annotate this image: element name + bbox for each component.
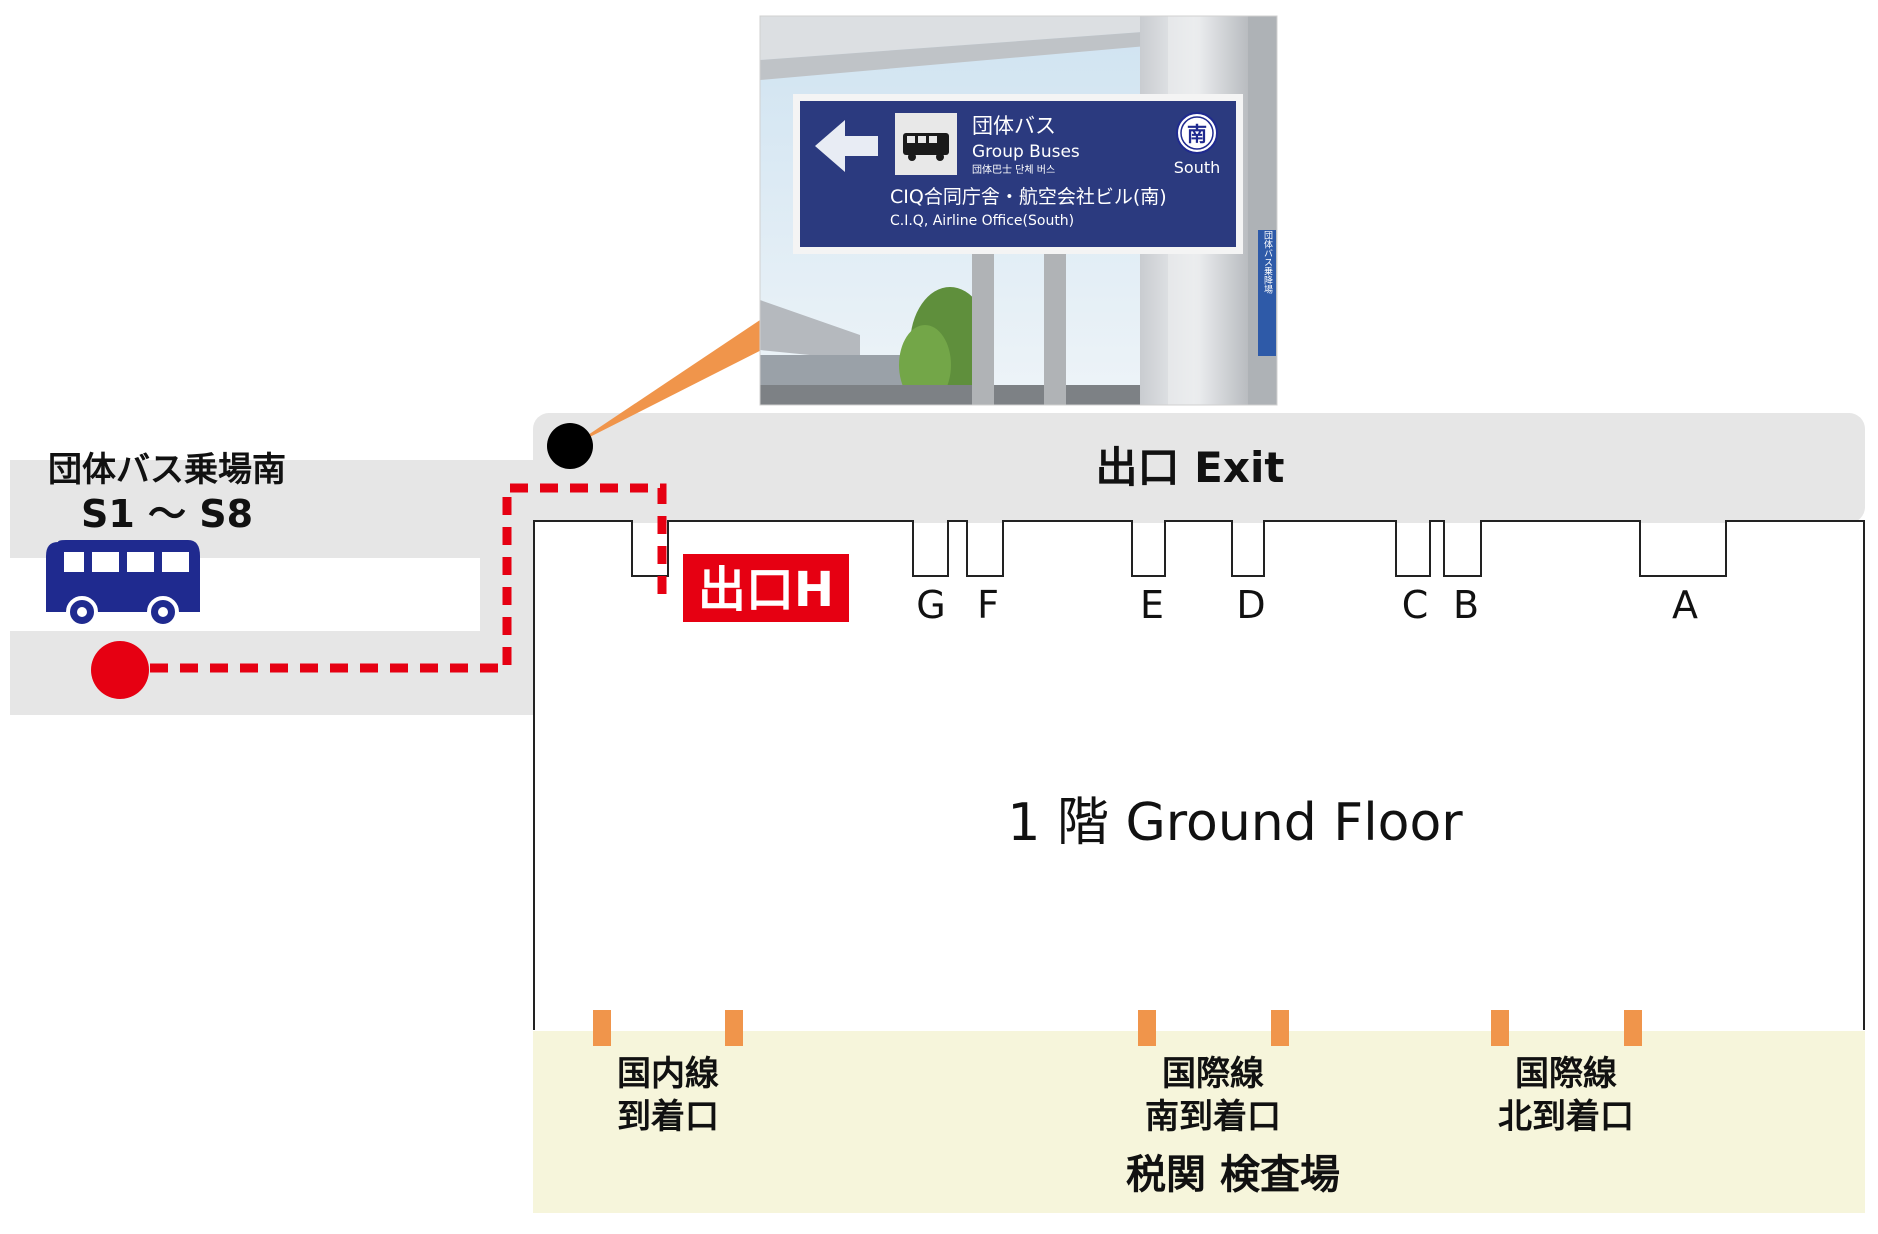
gate-c: C <box>1402 583 1429 627</box>
sign-title-en: Group Buses <box>972 142 1080 162</box>
gate-b: B <box>1453 583 1479 627</box>
arrival-domestic-line2: 到着口 <box>617 1097 719 1137</box>
arrow-left-icon <box>815 120 878 172</box>
bus-icon <box>46 540 200 628</box>
south-badge-en: South <box>1174 158 1221 177</box>
arrival-intl-north-line1: 国際線 <box>1515 1054 1617 1094</box>
south-badge <box>1176 112 1218 154</box>
sign-title-sub: 団体巴士 단체 버스 <box>972 163 1055 176</box>
arrival-door-markers <box>593 1010 1642 1046</box>
bus-stop-title: 団体バス乗場南 <box>48 450 286 490</box>
floor-label: 1 階 Ground Floor <box>1007 793 1463 853</box>
sign-panel <box>800 101 1236 247</box>
sign-title-ja: 団体バス <box>972 114 1056 138</box>
sign-bus-icon <box>895 113 957 175</box>
gate-f: F <box>977 583 999 627</box>
photo-callout-pointer <box>570 300 797 447</box>
gate-labels: G F E D C B A <box>916 583 1698 627</box>
exit-h-label: 出口H <box>698 562 834 618</box>
building-outline <box>533 520 1865 1030</box>
current-location-marker <box>91 641 149 699</box>
south-badge-char: 南 <box>1187 122 1207 146</box>
arrival-intl-north-line2: 北到着口 <box>1498 1097 1634 1137</box>
gate-g: G <box>916 583 945 627</box>
arrival-intl-south-line1: 国際線 <box>1162 1054 1264 1094</box>
exit-h-badge <box>683 554 849 622</box>
sign-line2-ja: CIQ合同庁舎・航空会社ビル(南) <box>890 186 1167 208</box>
arrival-labels: 国内線 到着口 国際線 南到着口 国際線 北到着口 <box>617 1054 1634 1137</box>
gate-e: E <box>1140 583 1164 627</box>
gate-a: A <box>1672 583 1698 627</box>
sign-line2-en: C.I.Q, Airline Office(South) <box>890 213 1074 229</box>
customs-label: 税関 検査場 <box>1126 1152 1340 1198</box>
sign-photo: 団体バス乗降場 団体バス Group Buses 団体巴士 단체 버스 南 So… <box>759 15 1278 406</box>
customs-area <box>533 1031 1865 1213</box>
bus-stop-range: S1 ～ S8 <box>81 492 253 536</box>
side-sign-text: 団体バス乗降場 <box>1262 230 1273 294</box>
exit-corridor-label: 出口 Exit <box>1096 443 1285 492</box>
arrival-domestic-line1: 国内線 <box>617 1054 719 1094</box>
arrival-intl-south-line2: 南到着口 <box>1145 1097 1281 1137</box>
walking-route <box>150 483 667 673</box>
gate-d: D <box>1236 583 1265 627</box>
photo-location-marker <box>547 423 593 469</box>
